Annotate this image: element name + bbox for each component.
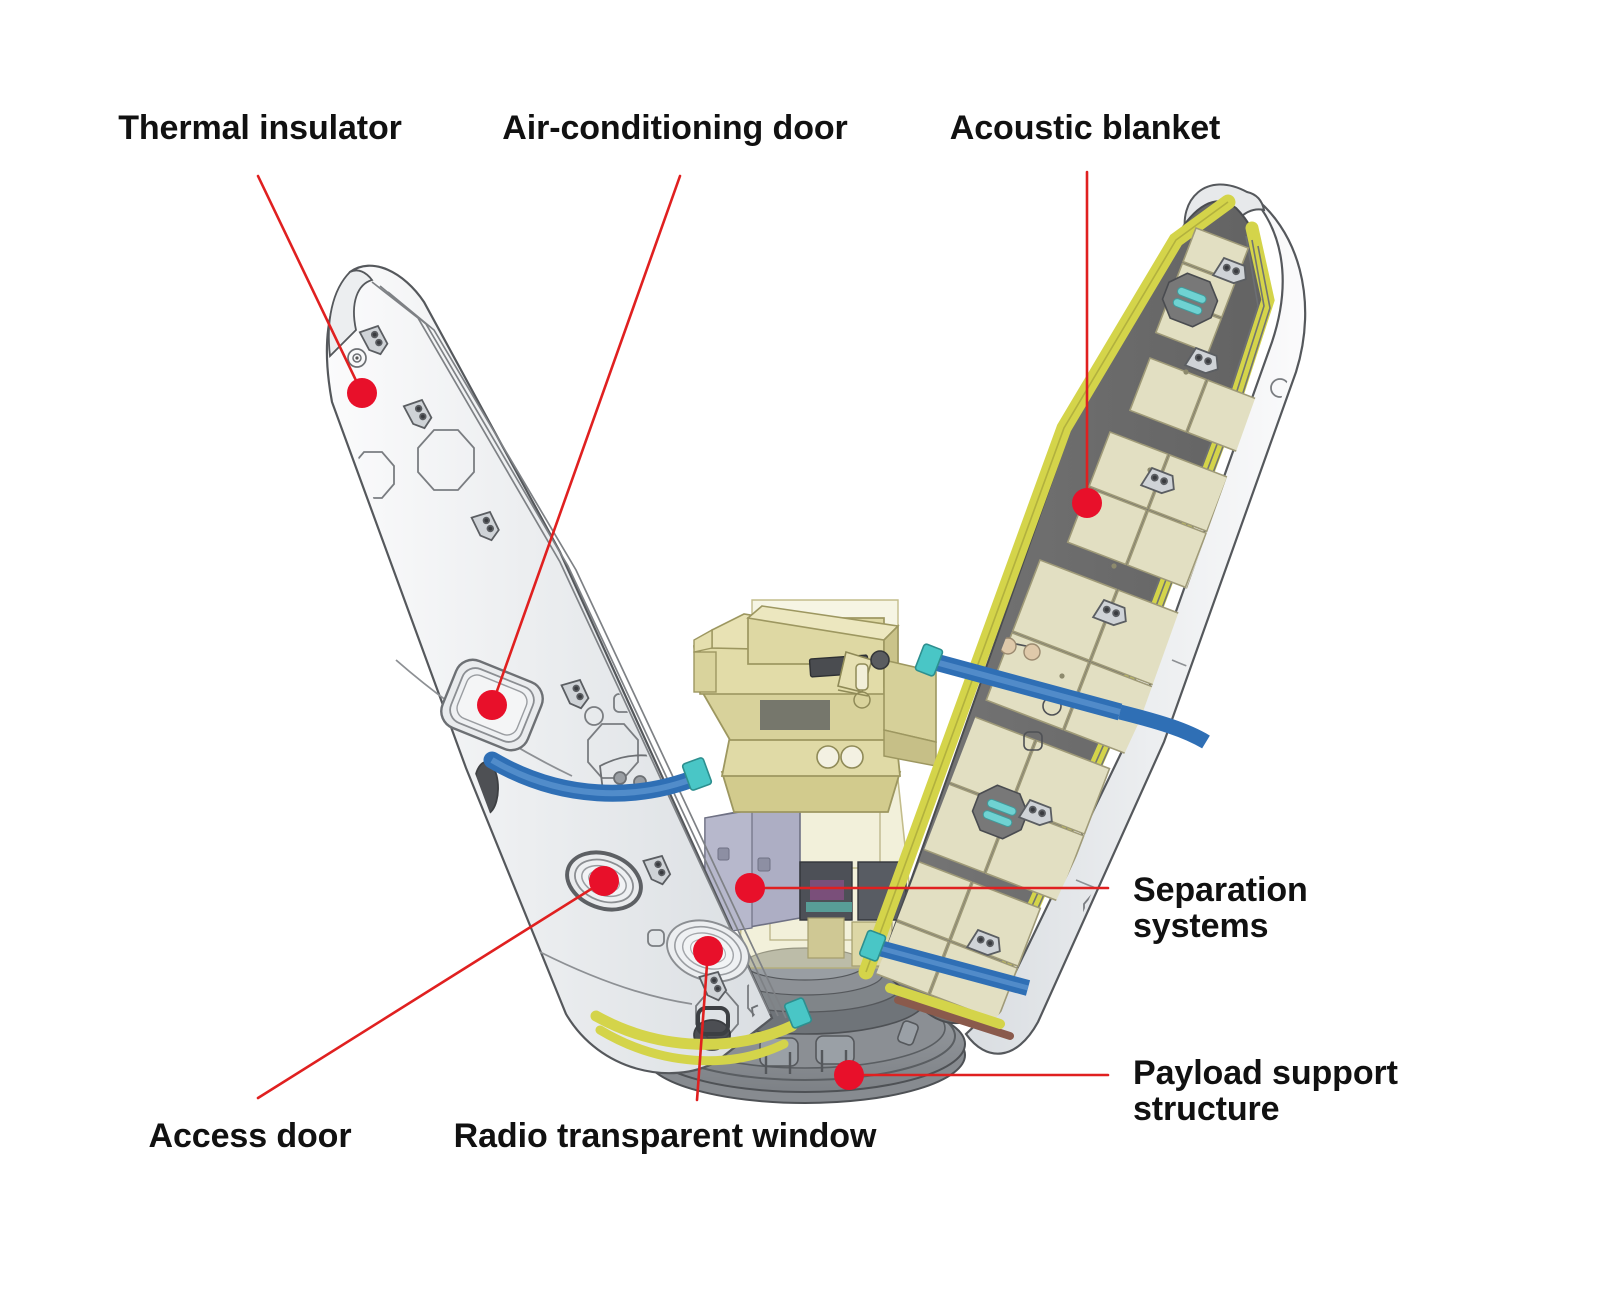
callout-label-acoustic-blanket: Acoustic blanket xyxy=(949,109,1221,147)
right-latch-brackets xyxy=(965,256,1247,957)
callout-label-air-conditioning-door: Air-conditioning door xyxy=(502,109,848,147)
callout-label-access-door: Access door xyxy=(148,1117,352,1155)
marker-dot-payload-support-structure[interactable] xyxy=(834,1060,864,1090)
marker-dot-separation-systems[interactable] xyxy=(735,873,765,903)
separation-band-lower-right xyxy=(859,929,1031,996)
leader-line-access-door xyxy=(256,879,606,1100)
separation-band-upper-left xyxy=(483,751,713,802)
right-shell-outer xyxy=(964,191,1307,1055)
leader-line-radio-transparent-window xyxy=(695,949,710,1102)
callout-label-separation-systems: Separation systems xyxy=(1133,871,1308,946)
marker-dot-thermal-insulator[interactable] xyxy=(347,378,377,408)
payload-assembly xyxy=(644,599,966,1104)
marker-dot-radio-transparent-window[interactable] xyxy=(693,936,723,966)
callout-leaders xyxy=(256,170,1110,1102)
leader-line-air-conditioning-door xyxy=(490,174,682,707)
callout-label-payload-support-structure: Payload support structure xyxy=(1133,1054,1398,1129)
callout-label-thermal-insulator: Thermal insulator xyxy=(118,109,402,147)
marker-dot-air-conditioning-door[interactable] xyxy=(477,690,507,720)
marker-dot-acoustic-blanket[interactable] xyxy=(1072,488,1102,518)
small-fitting xyxy=(347,348,367,368)
separation-band-upper-right xyxy=(914,643,1210,749)
leader-line-thermal-insulator xyxy=(256,174,364,395)
payload-thruster-cluster xyxy=(837,650,890,709)
separation-band-lower-left xyxy=(590,997,813,1050)
spacecraft-payload xyxy=(693,605,937,813)
callout-label-radio-transparent-window: Radio transparent window xyxy=(453,1117,877,1155)
marker-dot-access-door[interactable] xyxy=(589,866,619,896)
interior-vent-fitting xyxy=(971,272,1219,840)
left-latch-brackets xyxy=(358,324,728,1002)
